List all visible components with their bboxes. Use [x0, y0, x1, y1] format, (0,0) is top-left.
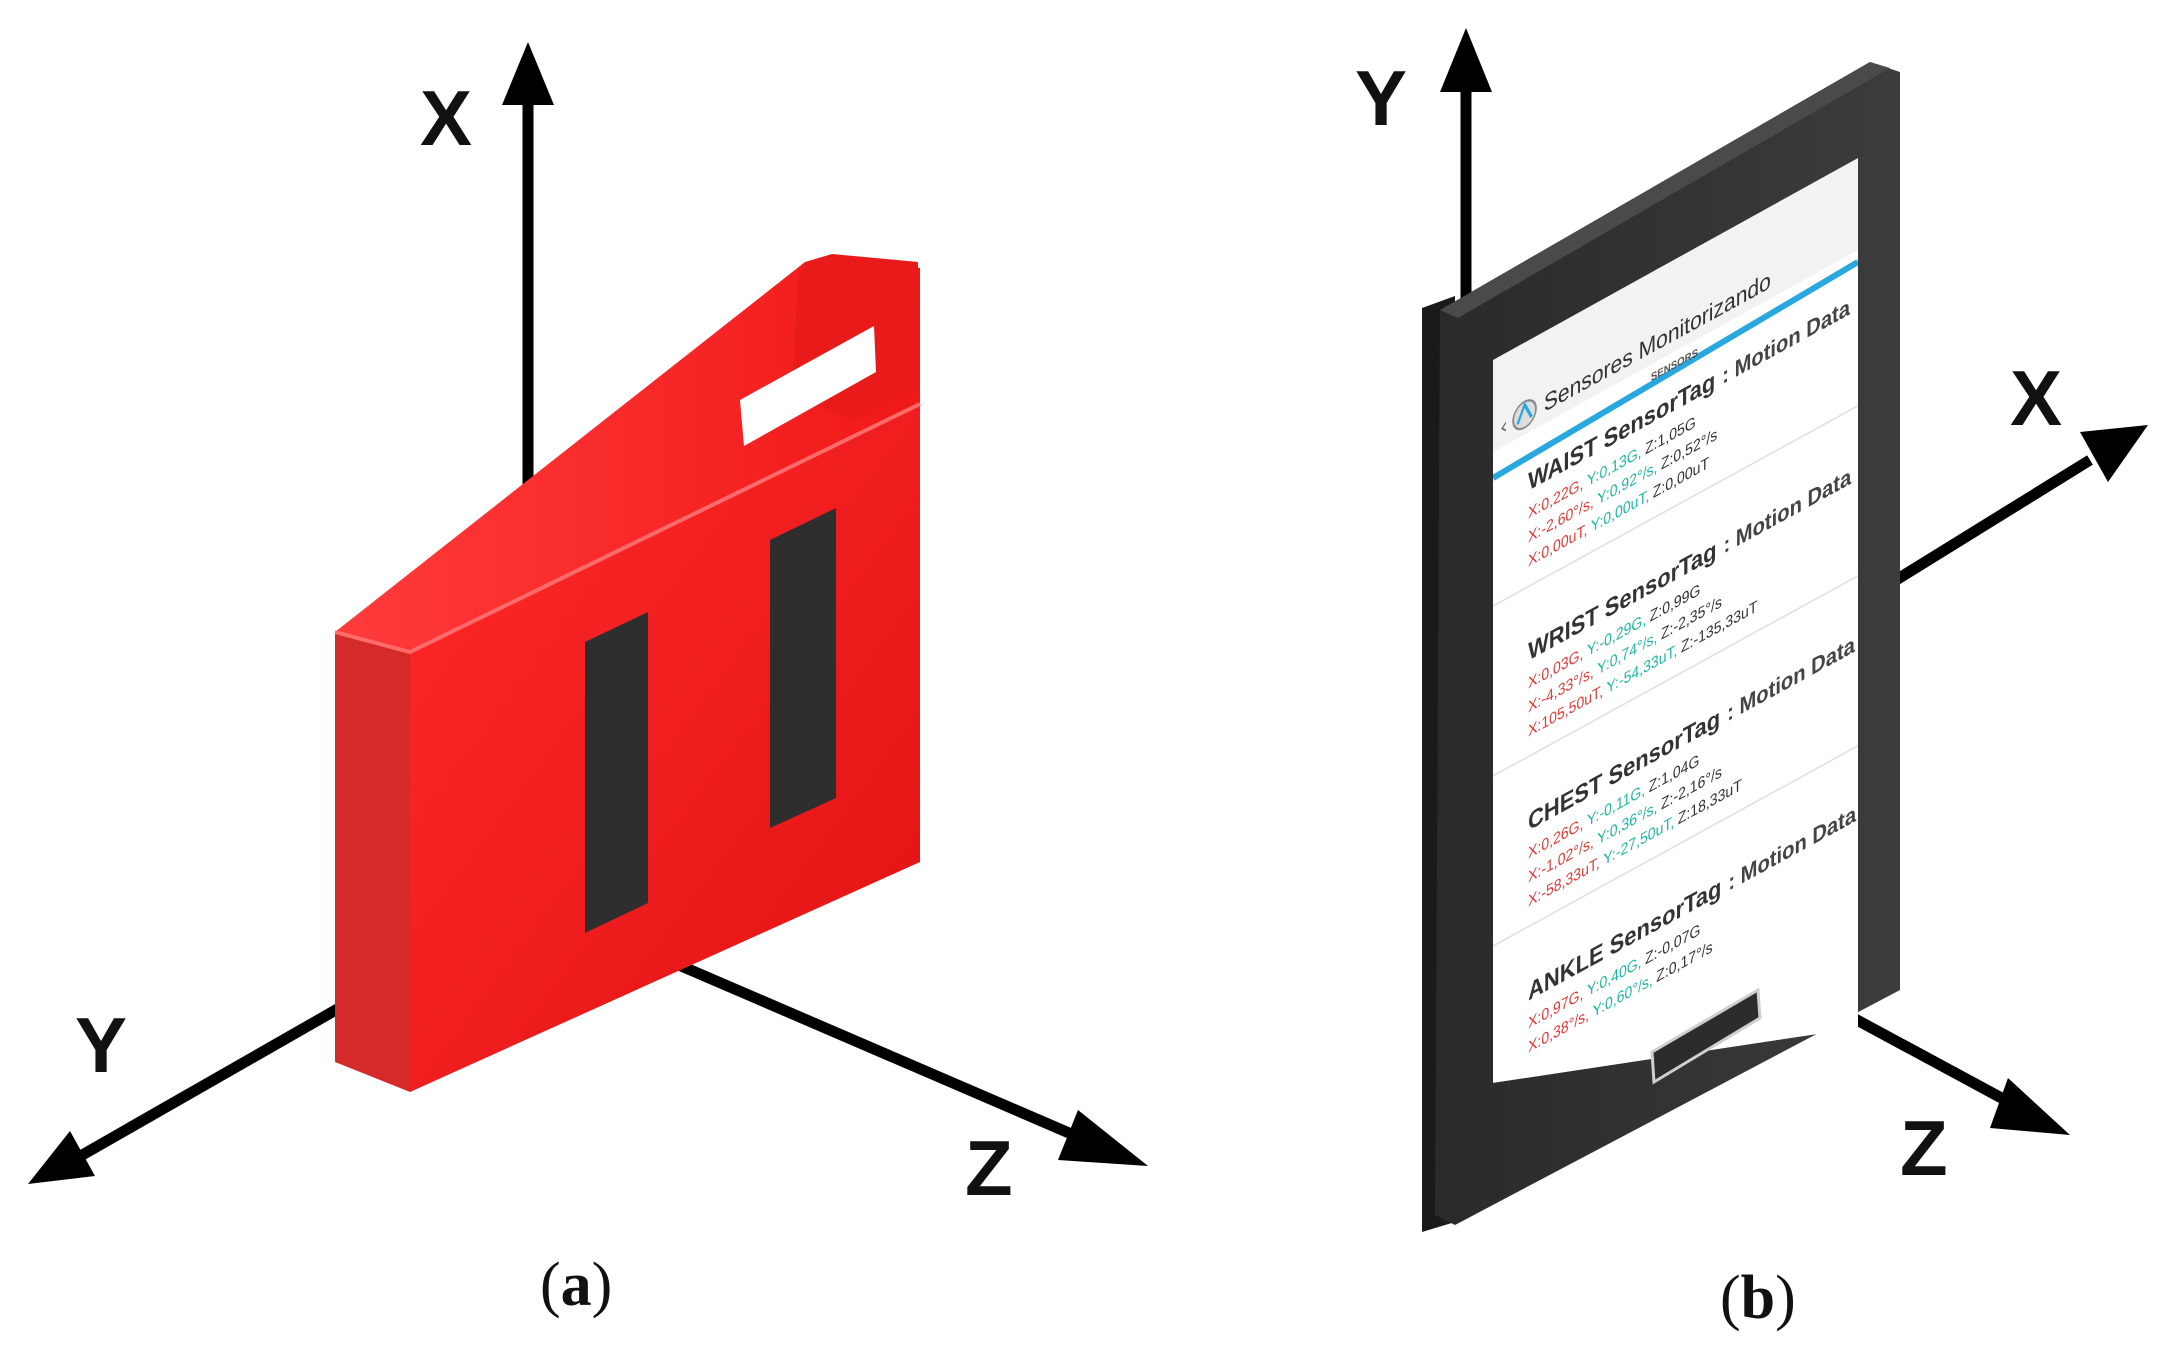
phone-back-chevron: ‹: [1500, 413, 1508, 442]
sensor-divider: [1493, 404, 1858, 607]
phone-home-button[interactable]: [1650, 987, 1762, 1085]
phone-header-bar: [1493, 158, 1858, 452]
sensor-device: [334, 254, 921, 1092]
panel-b-y-axis-arrowhead: [1440, 28, 1492, 92]
device-left-side: [335, 632, 410, 1092]
panel-a-y-axis-label: Y: [75, 1001, 127, 1089]
sensor-divider: [1493, 744, 1858, 947]
panel-b-y-axis-label: Y: [1355, 54, 1407, 142]
phone-screen: ‹ Sensores Monitorizando SENSORS WAIST S…: [1493, 158, 1858, 1083]
panel-a-y-axis-arrowhead: [28, 1131, 95, 1184]
panel-b-z-axis-arrowhead: [1990, 1078, 2070, 1135]
device-tab-slot: [740, 326, 876, 446]
panel-b-x-axis-label: X: [2010, 354, 2062, 442]
device-front-edge-highlight: [334, 402, 921, 655]
phone-bezel-edge: [1440, 62, 1890, 318]
panel-b: ‹ Sensores Monitorizando SENSORS WAIST S…: [1355, 28, 2148, 1332]
device-left-slot: [585, 612, 648, 933]
phone-device: ‹ Sensores Monitorizando SENSORS WAIST S…: [1422, 62, 1900, 1232]
panel-a-z-axis-arrowhead: [1058, 1110, 1148, 1166]
panel-a-x-axis-label: X: [420, 74, 472, 162]
panel-a-label: (a): [540, 1251, 612, 1319]
panel-a: X Y Z (a): [28, 42, 1148, 1319]
device-top-face: [335, 262, 920, 652]
phone-header-accent-line: [1493, 259, 1858, 481]
device-right-slot: [770, 508, 836, 828]
sensor-divider: [1493, 574, 1858, 777]
panel-b-x-axis-arrowhead: [2080, 425, 2148, 482]
panel-a-z-axis-label: Z: [965, 1124, 1013, 1212]
panel-b-x-axis-line: [1877, 455, 2093, 595]
panel-a-x-axis-arrowhead: [502, 42, 554, 105]
panel-b-z-axis-label: Z: [1900, 1104, 1948, 1192]
panel-b-label: (b): [1720, 1264, 1796, 1332]
app-logo-mark: [1516, 401, 1533, 425]
